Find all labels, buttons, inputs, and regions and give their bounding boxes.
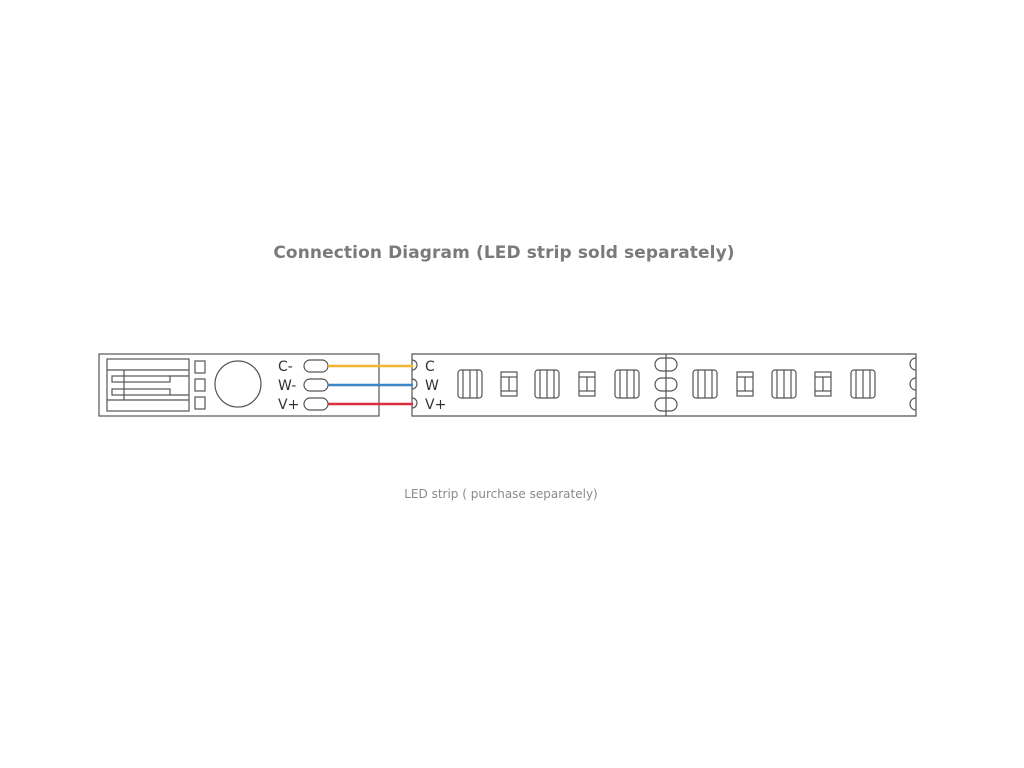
led-chip (534, 369, 560, 399)
strip-label-v: V+ (425, 397, 446, 413)
connector-label-v: V+ (278, 397, 299, 413)
strip-pads-left (411, 359, 418, 409)
resistor (578, 371, 596, 397)
strip-caption: LED strip ( purchase separately) (404, 487, 598, 501)
strip-label-w: W (425, 378, 439, 394)
resistor (814, 371, 832, 397)
led-chip (614, 369, 640, 399)
connector-contacts (194, 360, 206, 410)
strip-cut-pads (654, 357, 678, 412)
diagram-title: Connection Diagram (LED strip sold separ… (273, 243, 735, 263)
connector-label-w: W- (278, 378, 296, 394)
strip-pads-right (909, 357, 917, 411)
connector-label-c: C- (278, 359, 293, 375)
plug-socket (106, 358, 190, 412)
led-chip (457, 369, 483, 399)
strip-label-c: C (425, 359, 435, 375)
led-strip (411, 353, 917, 417)
resistor (500, 371, 518, 397)
resistor (736, 371, 754, 397)
led-chip (850, 369, 876, 399)
led-chip (771, 369, 797, 399)
led-chip (692, 369, 718, 399)
connector-button (214, 360, 262, 408)
resistors (500, 371, 832, 397)
led-chips (457, 369, 876, 399)
